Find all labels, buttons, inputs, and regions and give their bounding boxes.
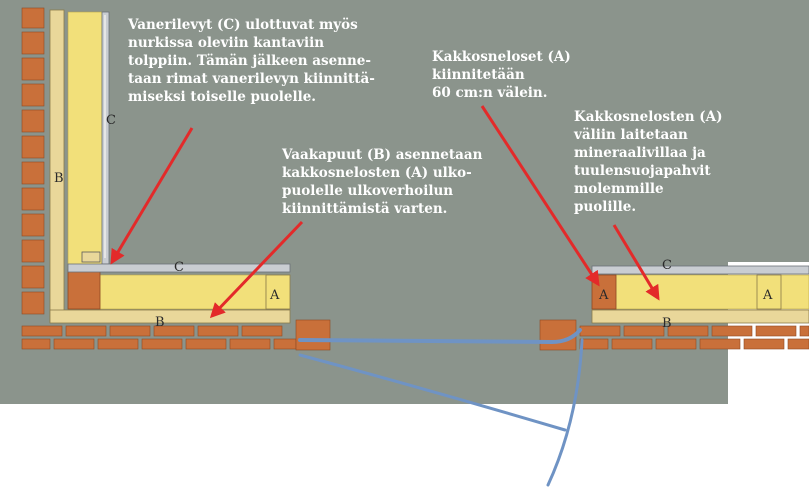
label-a-right-1: A [598, 288, 609, 303]
battens-note: Vaakapuut (B) asennetaan kakkosnelosten … [282, 147, 483, 217]
label-c-horizontal: C [174, 260, 184, 275]
batten-b-vertical [49, 9, 65, 323]
label-b-right: B [662, 316, 672, 331]
wool-note: Kakkosnelosten (A) väliin laitetaan mine… [574, 109, 723, 215]
corner-post [67, 269, 101, 310]
plywood-c-right [591, 265, 809, 275]
label-c-right: C [662, 258, 672, 273]
arrow-plywood [110, 127, 194, 265]
studs-spacing-note: Kakkosneloset (A) kiinnitetään 60 cm:n v… [432, 49, 571, 101]
label-a-right-2: A [762, 288, 773, 303]
arrow-wool [612, 224, 660, 301]
plywood-note: Vanerilevyt (C) ulottuvat myös nurkissa … [128, 17, 375, 105]
corner-strip [81, 251, 101, 263]
label-b-vertical: B [54, 171, 64, 186]
tie-rod-vertical [546, 338, 584, 487]
stud-a-right-2 [756, 274, 782, 310]
mineral-wool-horizontal [99, 274, 267, 310]
plywood-c-horizontal [67, 263, 291, 273]
batten-b-right [591, 309, 809, 324]
tie-rod [298, 328, 582, 345]
stud-a-left [265, 274, 291, 310]
batten-b-horizontal [49, 309, 291, 324]
label-c-vertical: C [106, 113, 116, 128]
label-b-left: B [155, 315, 165, 330]
mineral-wool-vertical [67, 11, 103, 271]
brick-cladding-vertical [21, 7, 45, 315]
background-panel [0, 0, 728, 404]
brick-cladding-right [539, 319, 809, 351]
background-panel-right [728, 0, 809, 262]
arrow-studs [480, 105, 600, 287]
brick-cladding-horizontal [21, 319, 331, 351]
arrow-battens [209, 220, 304, 319]
label-a-left: A [269, 288, 280, 303]
tie-rod-bent [298, 353, 567, 432]
